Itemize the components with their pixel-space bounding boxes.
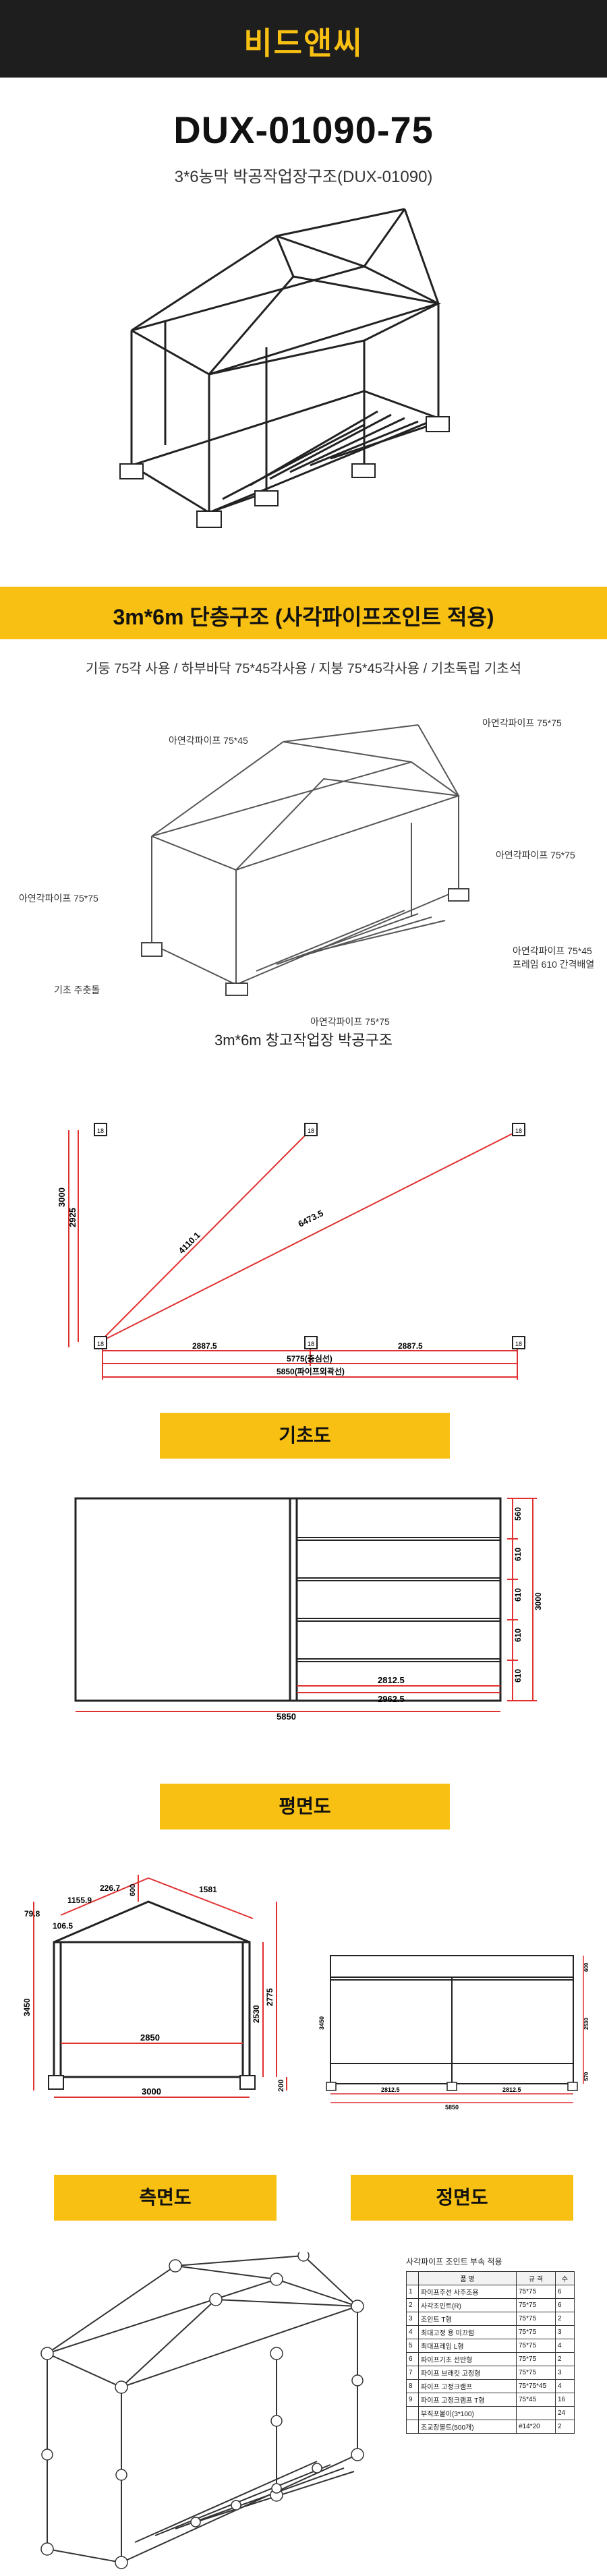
dim-total: 5850 <box>277 1711 296 1720</box>
dim-low: 570 <box>583 2072 589 2081</box>
dim-f: 106.5 <box>53 1921 73 1931</box>
label-roof-left: 아연각파이프 75*45 <box>169 735 248 746</box>
dim-c: 1581 <box>199 1885 217 1894</box>
section-banner-title: 3m*6m 단층구조 (사각파이프조인트 적용) <box>113 605 494 629</box>
labeled-frame-illustration <box>141 724 469 996</box>
dim-a: 226.7 <box>100 1883 120 1893</box>
joint-illustration <box>40 2252 364 2569</box>
side-drawing: 226.7 1155.9 1581 600 79.8 106.5 3450 25… <box>22 1875 287 2098</box>
dim-h: 3450 <box>22 1998 32 2016</box>
dim-inner: 2812.5 <box>378 1675 405 1685</box>
section-banner <box>0 587 607 639</box>
drawing-caption: 3m*6m 창고작업장 박공구조 <box>214 1032 393 1049</box>
dim-w-center: 5775(중심선) <box>287 1353 333 1364</box>
parts-header-name: 품 명 <box>418 2271 517 2285</box>
dim-e: 79.8 <box>24 1909 40 1919</box>
label-side-right: 아연각파이프 75*75 <box>496 850 575 860</box>
label-floor-1: 아연각파이프 75*45 <box>513 945 592 956</box>
dim-h3: 2775 <box>265 1988 274 2006</box>
front-title-button[interactable]: 정면도 <box>351 2175 573 2221</box>
dim-r-total: 3000 <box>533 1592 543 1610</box>
dim-r5: 610 <box>513 1669 523 1682</box>
dim-w: 5850 <box>445 2104 459 2111</box>
dim-h1: 3000 <box>57 1188 67 1207</box>
dim-w: 3000 <box>142 2086 161 2097</box>
dim-w-outer: 5850(파이프외곽선) <box>277 1366 345 1376</box>
label-base: 기초 주춧돌 <box>54 985 100 995</box>
dim-h2: 2530 <box>252 2005 261 2023</box>
brand-header <box>0 0 607 78</box>
label-left: 아연각파이프 75*75 <box>19 893 98 904</box>
dim-mid: 2530 <box>583 2018 589 2030</box>
dim-d: 600 <box>129 1884 137 1896</box>
dim-top: 600 <box>583 1962 589 1972</box>
label-roof-right: 아연각파이프 75*75 <box>482 718 562 728</box>
dim-inner2: 2962.5 <box>378 1694 405 1704</box>
foundation-drawing: 18 18 18 18 18 18 3000 2925 4110.1 6473.… <box>57 1123 525 1380</box>
hero-frame-illustration <box>119 208 450 528</box>
front-drawing: 3450 600 2530 570 2812.5 2812.5 5850 <box>318 1955 589 2111</box>
parts-header-no <box>406 2271 419 2285</box>
product-subtitle: 3*6농막 박공작업장구조(DUX-01090) <box>174 168 433 186</box>
dim-w1: 2887.5 <box>192 1341 217 1351</box>
dim-diag2: 6473.5 <box>297 1208 325 1229</box>
parts-header-qty: 수 <box>555 2271 575 2285</box>
plan-title-button[interactable]: 평면도 <box>160 1784 450 1829</box>
post-label: 18 <box>515 1128 522 1134</box>
parts-header-spec: 규 격 <box>516 2271 556 2285</box>
dim-w-in: 2850 <box>140 2032 160 2043</box>
post-label: 18 <box>97 1128 104 1134</box>
foundation-title-button[interactable]: 기초도 <box>160 1413 450 1459</box>
post-label: 18 <box>97 1341 104 1347</box>
brand-logo[interactable]: 비드앤씨 <box>243 25 364 61</box>
post-label: 18 <box>515 1341 522 1347</box>
dim-h2: 2925 <box>67 1208 78 1227</box>
parts-table-header: 품 명 규 격 수 <box>406 2271 575 2285</box>
product-model: DUX-01090-75 <box>173 109 434 151</box>
dim-r4: 610 <box>513 1629 523 1642</box>
label-bottom: 아연각파이프 75*75 <box>310 1016 390 1027</box>
plan-drawing: 560 610 610 610 610 3000 2812.5 2962.5 5… <box>74 1497 543 1720</box>
dim-h: 3450 <box>318 2016 325 2030</box>
dim-r1: 560 <box>513 1507 523 1521</box>
label-floor-2: 프레임 610 간격배열 <box>513 959 595 970</box>
table-row: 부직포붙이(3*100)24 <box>406 2406 575 2420</box>
parts-table-title: 사각파이프 조인트 부속 적용 <box>406 2257 502 2266</box>
side-title-button[interactable]: 측면도 <box>54 2175 277 2221</box>
dim-r3: 610 <box>513 1588 523 1602</box>
dim-w2: 2887.5 <box>398 1341 423 1351</box>
spec-text: 기둥 75각 사용 / 하부바닥 75*45각사용 / 지붕 75*45각사용 … <box>85 662 522 676</box>
dim-r2: 610 <box>513 1548 523 1561</box>
post-label: 18 <box>308 1128 314 1134</box>
dim-base: 200 <box>277 2080 285 2092</box>
post-label: 18 <box>308 1341 314 1347</box>
dim-b: 1155.9 <box>67 1896 92 1905</box>
dim-w2: 2812.5 <box>502 2086 521 2093</box>
dim-w1: 2812.5 <box>381 2086 400 2093</box>
